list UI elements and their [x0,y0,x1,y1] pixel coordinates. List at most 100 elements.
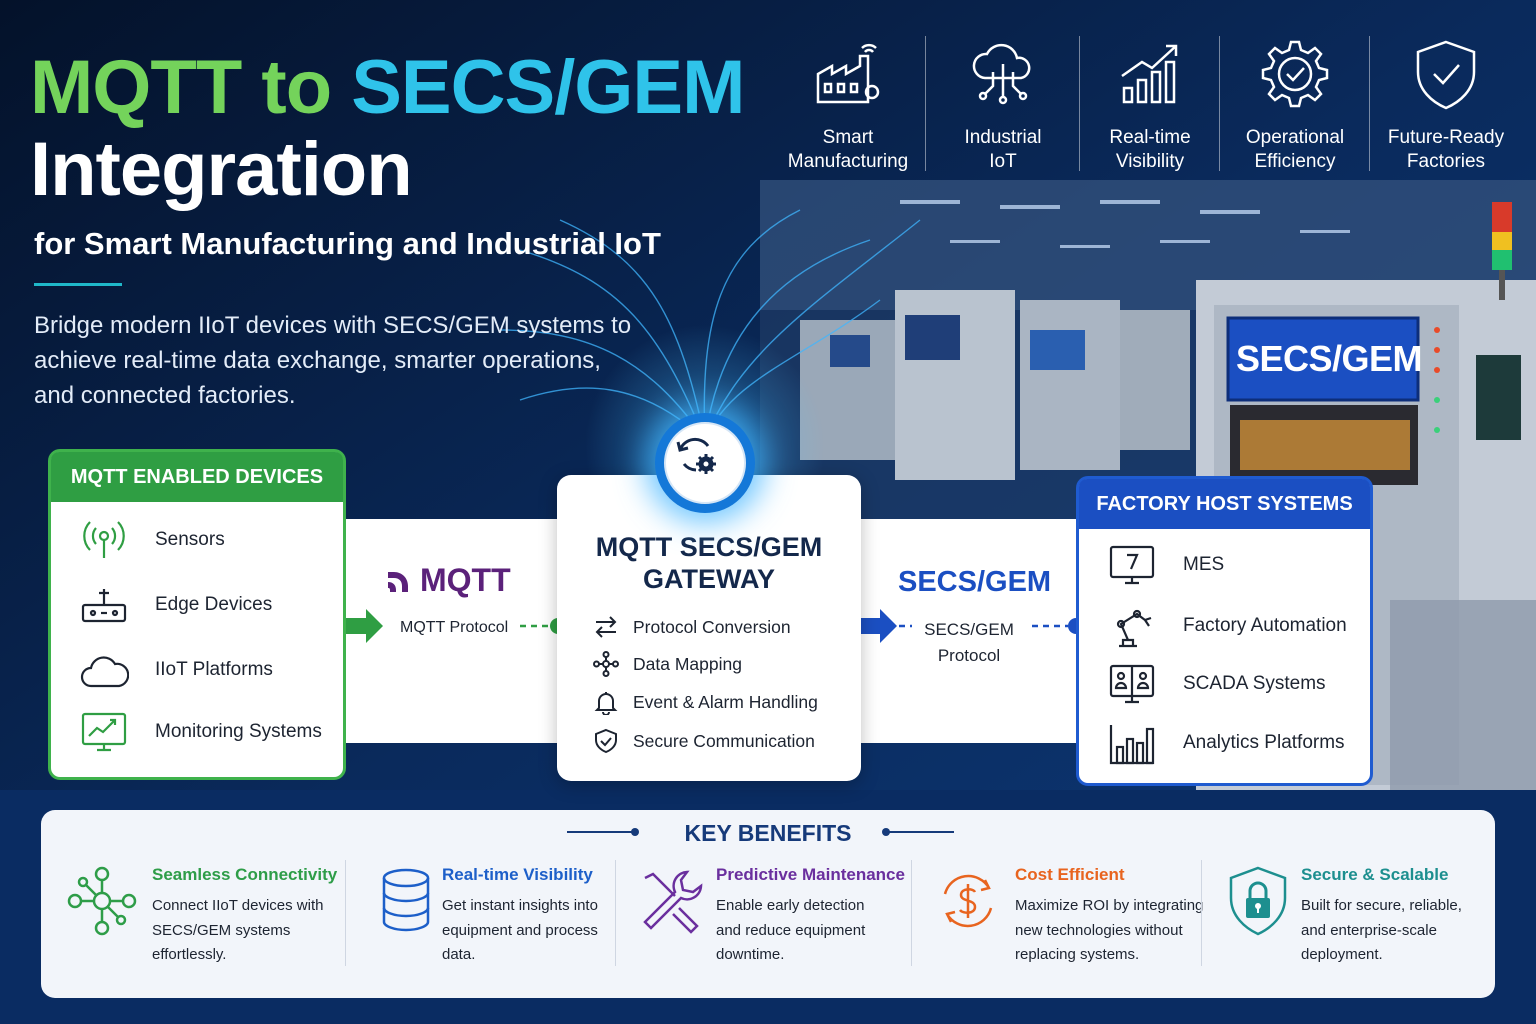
hero-description: Bridge modern IIoT devices with SECS/GEM… [34,312,632,409]
mqtt-logo-text: MQTT [420,562,511,598]
feature-label: Industrial IoT [964,127,1042,172]
feature-label: Future-Ready Factories [1387,127,1505,172]
database-icon [382,868,430,932]
feature-industrial-iot: Industrial IoT [926,30,1080,175]
hero-title-mqtt: MQTT to [30,45,352,130]
factory-icon [816,43,880,104]
machine-screen-label: SECS/GEM [1236,338,1423,379]
feature-label: Smart Manufacturing [787,127,909,172]
cloud-network-icon [972,43,1031,105]
benefit-separator [345,860,346,966]
mqtt-item-label: Edge Devices [155,594,273,615]
sensor-signal-icon [83,521,125,558]
router-icon [81,589,127,623]
swap-arrows-icon [595,616,617,638]
benefit-description: Enable early detection and reduce equipm… [716,897,866,963]
host-item-label: SCADA Systems [1183,673,1326,694]
benefit-description: Built for secure, reliable, and enterpri… [1301,897,1462,963]
gateway-item-label: Secure Communication [633,730,815,751]
mqtt-logo: MQTT [384,562,511,599]
tools-icon [643,870,703,934]
feature-label: Operational Efficiency [1245,127,1345,172]
feature-real-time-visibility: Real-time Visibility [1080,30,1220,175]
mqtt-item-monitoring-systems: Monitoring Systems [79,710,322,754]
mqtt-item-label: IIoT Platforms [155,659,273,680]
hero-divider [34,283,122,286]
gateway-item-protocol-conversion: Protocol Conversion [593,614,791,640]
mqtt-item-edge-devices: Edge Devices [79,583,272,627]
gateway-item-data-mapping: Data Mapping [593,651,742,677]
gateway-item-label: Protocol Conversion [633,616,791,637]
bar-chart-icon [1109,725,1155,765]
feature-strip: Smart Manufacturing Industrial IoT Real-… [770,30,1530,175]
gateway-item-label: Event & Alarm Handling [633,691,818,712]
mqtt-protocol-label: MQTT Protocol [400,619,509,636]
benefit-separator [1201,860,1202,966]
host-item-label: MES [1183,554,1225,575]
shield-lock-icon [1229,866,1287,936]
robot-arm-icon [1116,609,1152,648]
gateway-item-label: Data Mapping [633,653,742,674]
benefit-title: Secure & Scalable [1301,865,1449,884]
gateway-title: MQTT SECS/GEM GATEWAY [595,532,823,594]
secsgem-protocol-label: SECS/GEM Protocol [924,620,1014,665]
dollar-cycle-icon [943,874,993,928]
gateway-card: MQTT SECS/GEM GATEWAY Protocol Conversio… [557,475,861,781]
benefit-separator [911,860,912,966]
benefit-title: Predictive Maintenance [716,865,905,884]
host-item-scada: SCADA Systems [1107,662,1326,706]
secsgem-logo-text: SECS/GEM [898,566,1052,598]
benefit-secure-scalable: Secure & Scalable Built for secure, reli… [1221,860,1481,980]
mqtt-item-label: Monitoring Systems [155,721,322,742]
hero-subtitle: for Smart Manufacturing and Industrial I… [34,226,661,261]
host-item-factory-automation: Factory Automation [1107,604,1347,648]
hero-title-secsgem: SECS/GEM [351,45,745,130]
benefit-seamless-connectivity: Seamless Connectivity Connect IIoT devic… [65,860,355,980]
benefits-title: KEY BENEFITS [684,820,852,846]
benefit-title: Cost Efficient [1015,865,1125,884]
shield-check-icon [1416,40,1476,110]
host-item-label: Analytics Platforms [1183,732,1345,753]
benefit-title: Seamless Connectivity [152,865,338,884]
mqtt-item-label: Sensors [155,529,225,550]
host-card-title: FACTORY HOST SYSTEMS [1079,479,1370,529]
feature-operational-efficiency: Operational Efficiency [1220,30,1370,175]
bar-chart-growth-icon [1121,44,1178,104]
benefit-cost-efficient: Cost Efficient Maximize ROI by integrati… [931,860,1211,980]
mqtt-item-sensors: Sensors [79,518,225,562]
monitor-chart-icon [81,712,127,752]
benefit-predictive-maintenance: Predictive Maintenance Enable early dete… [635,860,915,980]
shield-check-icon [595,728,617,754]
gear-check-icon [1261,40,1329,108]
host-item-mes: MES [1107,543,1224,587]
benefit-description: Maximize ROI by integrating new technolo… [1015,897,1204,963]
mqtt-card-title: MQTT ENABLED DEVICES [51,452,343,502]
host-item-label: Factory Automation [1183,615,1347,636]
hero-title-line-2: Integration [30,127,413,212]
feature-label: Real-time Visibility [1109,127,1191,172]
gateway-badge [655,413,755,513]
gateway-item-event-alarm: Event & Alarm Handling [593,689,818,715]
factory-host-card: FACTORY HOST SYSTEMS MES Factory Automat… [1076,476,1373,786]
benefits-title-decoration-right [882,828,954,836]
sync-gear-icon [676,437,716,474]
benefit-description: Connect IIoT devices with SECS/GEM syste… [152,897,324,963]
mes-monitor-icon [1109,545,1155,585]
benefit-description: Get instant insights into equipment and … [442,897,598,963]
scada-icon [1109,664,1155,704]
benefits-title-decoration-left [567,828,639,836]
benefit-real-time-visibility: Real-time Visibility Get instant insight… [369,860,629,980]
mqtt-logo-icon [388,571,408,592]
gateway-item-secure-communication: Secure Communication [593,728,815,754]
feature-future-ready-factories: Future-Ready Factories [1370,30,1522,175]
benefit-separator [615,860,616,966]
bell-icon [594,692,618,715]
host-item-analytics: Analytics Platforms [1107,721,1345,765]
feature-smart-manufacturing: Smart Manufacturing [770,30,926,175]
mqtt-item-iiot-platforms: IIoT Platforms [79,648,273,692]
network-nodes-icon [67,866,137,936]
hero-title-line-1: MQTT to SECS/GEM [30,50,745,126]
mqtt-devices-card: MQTT ENABLED DEVICES Sensors Edge Device… [48,449,346,780]
benefit-title: Real-time Visibility [442,865,593,884]
key-benefits-panel: KEY BENEFITS Seamless Connectivity Conne… [41,810,1495,998]
